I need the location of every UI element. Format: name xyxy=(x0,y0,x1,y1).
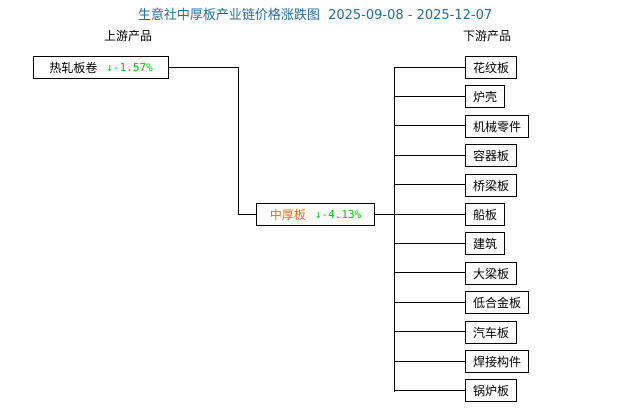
downstream-node-label: 桥梁板 xyxy=(473,178,510,193)
connector-downstream-branch xyxy=(394,214,465,215)
downstream-node[interactable]: 炉壳 xyxy=(465,85,506,108)
connector-downstream-branch xyxy=(394,302,465,303)
downstream-node[interactable]: 汽车板 xyxy=(465,321,518,344)
connector-downstream-trunk xyxy=(394,67,395,392)
connector-upstream-horizontal xyxy=(169,67,239,68)
downstream-node[interactable]: 容器板 xyxy=(465,144,518,167)
downstream-node[interactable]: 焊接构件 xyxy=(465,350,530,373)
downstream-node[interactable]: 桥梁板 xyxy=(465,174,518,197)
upstream-section-header: 上游产品 xyxy=(104,29,153,43)
connector-center-inlet xyxy=(238,214,257,215)
connector-downstream-branch xyxy=(394,184,465,185)
downstream-node-label: 船板 xyxy=(473,207,498,222)
connector-downstream-branch xyxy=(394,361,465,362)
connector-downstream-branch xyxy=(394,390,465,391)
downstream-node[interactable]: 锅炉板 xyxy=(465,379,518,402)
connector-downstream-branch xyxy=(394,272,465,273)
connector-downstream-branch xyxy=(394,125,465,126)
center-node-change: ↓-4.13% xyxy=(314,207,362,221)
downstream-node-label: 机械零件 xyxy=(473,119,522,134)
downstream-node-label: 锅炉板 xyxy=(473,383,510,398)
downstream-node[interactable]: 花纹板 xyxy=(465,56,518,79)
connector-center-outlet xyxy=(375,214,395,215)
connector-downstream-branch xyxy=(394,155,465,156)
downstream-section-header: 下游产品 xyxy=(463,29,512,43)
connector-downstream-branch xyxy=(394,243,465,244)
connector-upstream-vertical xyxy=(238,67,239,215)
upstream-node-hot-rolled-coil[interactable]: 热轧板卷 ↓-1.57% xyxy=(33,56,169,79)
downstream-node-label: 花纹板 xyxy=(473,60,510,75)
connector-downstream-branch xyxy=(394,331,465,332)
downstream-node-label: 焊接构件 xyxy=(473,354,522,369)
downstream-node[interactable]: 船板 xyxy=(465,203,506,226)
upstream-node-change: ↓-1.57% xyxy=(106,60,153,74)
downstream-node-label: 低合金板 xyxy=(473,295,522,310)
downstream-node-label: 容器板 xyxy=(473,148,510,163)
downstream-node-label: 大梁板 xyxy=(473,266,510,281)
connector-downstream-branch xyxy=(394,96,465,97)
downstream-node[interactable]: 建筑 xyxy=(465,232,506,255)
downstream-node-label: 汽车板 xyxy=(473,325,510,340)
center-node-label: 中厚板 xyxy=(269,207,306,222)
downstream-node-label: 建筑 xyxy=(473,236,498,251)
downstream-node[interactable]: 低合金板 xyxy=(465,291,530,314)
connector-downstream-branch xyxy=(394,67,465,68)
center-node-medium-plate[interactable]: 中厚板 ↓-4.13% xyxy=(256,203,375,226)
page-title: 生意社中厚板产业链价格涨跌图 2025-09-08 - 2025-12-07 xyxy=(137,8,493,23)
downstream-node[interactable]: 大梁板 xyxy=(465,262,518,285)
downstream-node-label: 炉壳 xyxy=(473,89,498,104)
downstream-node[interactable]: 机械零件 xyxy=(465,115,530,138)
upstream-node-label: 热轧板卷 xyxy=(49,60,98,75)
